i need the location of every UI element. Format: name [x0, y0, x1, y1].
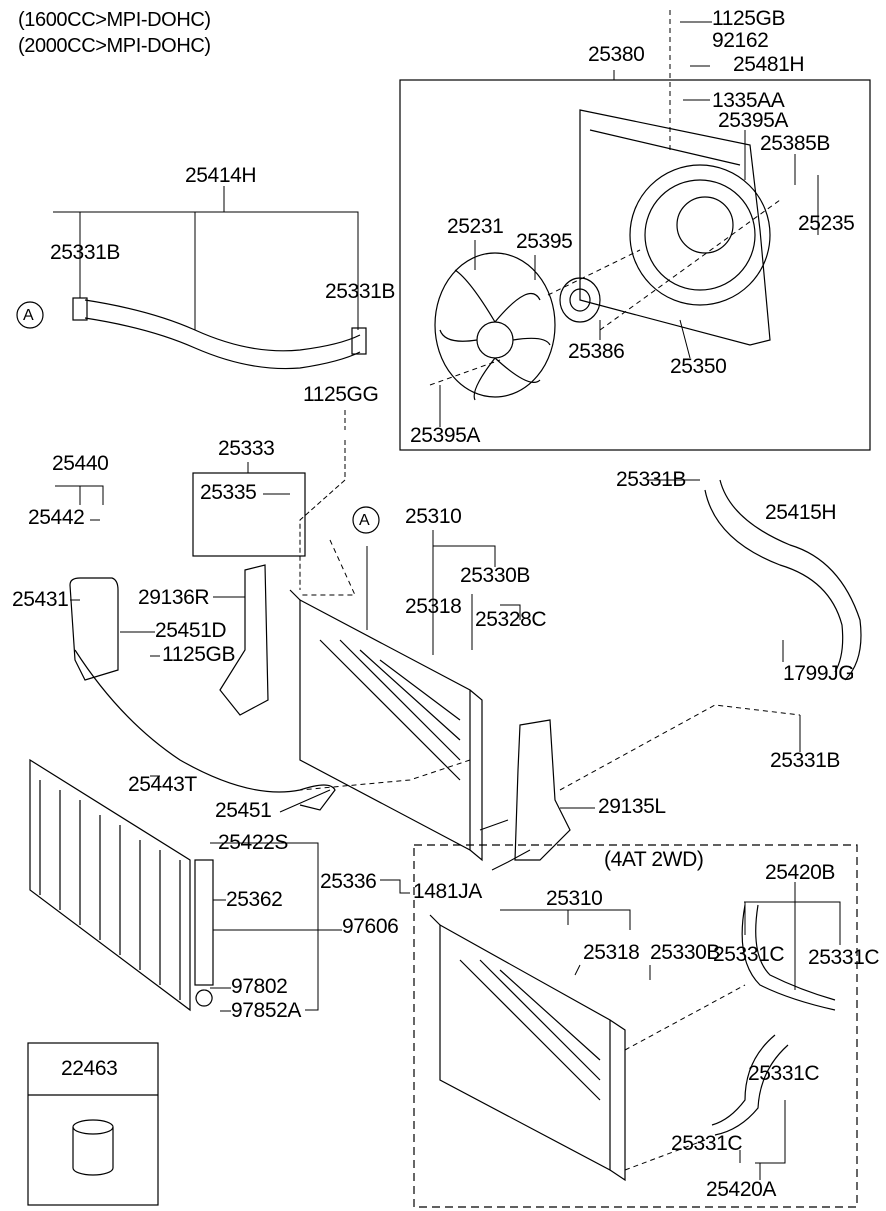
- part-number-label: 25440: [52, 452, 109, 475]
- part-number-label: 92162: [712, 29, 769, 52]
- engine-note-2000cc: (2000CC>MPI-DOHC): [18, 35, 211, 57]
- callout-a-circle-2: [352, 506, 380, 534]
- air-guard-left-part: [219, 564, 269, 716]
- engine-note-1600cc: (1600CC>MPI-DOHC): [18, 9, 211, 31]
- part-number-label: 25331C: [808, 946, 880, 969]
- part-number-label: 1799JG: [783, 662, 855, 685]
- variant-radiator-part: [429, 914, 626, 1182]
- part-number-label: 25385B: [760, 132, 831, 155]
- part-number-label: 25442: [28, 506, 85, 529]
- fan-assembly-box: [399, 79, 871, 451]
- part-number-label: 1125GG: [303, 383, 379, 406]
- part-number-label: 25451: [215, 799, 272, 822]
- upper-hose-part: [72, 297, 367, 370]
- part-number-label: 25395A: [718, 109, 789, 132]
- part-number-label: 97852A: [231, 999, 302, 1022]
- part-number-label: 1481JA: [413, 880, 482, 903]
- part-number-label: 25350: [670, 355, 727, 378]
- callout-marker-a-2: A: [359, 512, 370, 529]
- fan-blade-part: [434, 252, 556, 401]
- part-number-label: 29136R: [138, 586, 210, 609]
- part-number-label: 25331B: [770, 749, 841, 772]
- part-number-label: 25336: [320, 870, 377, 893]
- part-number-label: 25331B: [50, 241, 121, 264]
- part-number-label: 25481H: [733, 53, 805, 76]
- variant-dashed-box: [413, 844, 858, 1208]
- reservoir-tank-part: [69, 577, 336, 811]
- part-number-label: 1125GB: [712, 7, 786, 30]
- leader-lines: [53, 21, 841, 1180]
- part-number-label: 25310: [405, 505, 462, 528]
- radiator-part: [289, 589, 483, 862]
- part-number-label: 25335: [200, 481, 257, 504]
- part-number-label: 25330B: [460, 564, 531, 587]
- part-number-label: 25422S: [218, 831, 289, 854]
- part-number-label: 25318: [583, 941, 640, 964]
- part-number-label: 25331B: [616, 468, 687, 491]
- lower-hose-part: [704, 479, 862, 681]
- part-number-label: 25443T: [128, 773, 197, 796]
- part-number-label: 25328C: [475, 608, 547, 631]
- part-number-label: 25451D: [155, 619, 227, 642]
- part-number-label: 25331C: [713, 943, 785, 966]
- part-number-label: 25395: [516, 230, 573, 253]
- part-number-label: 25386: [568, 340, 625, 363]
- condenser-part: [29, 758, 214, 1012]
- part-number-label: 25395A: [410, 424, 481, 447]
- part-number-label: 25310: [546, 887, 603, 910]
- part-number-label: 25331B: [325, 280, 396, 303]
- part-number-label: 97802: [231, 975, 288, 998]
- part-number-label: 25420A: [706, 1178, 777, 1201]
- part-number-label: 25235: [798, 212, 855, 235]
- reservoir-cap-box: [192, 472, 306, 557]
- part-number-label: 25380: [588, 43, 645, 66]
- fan-shroud-part: [579, 109, 771, 346]
- fan-motor-part: [559, 277, 601, 323]
- part-number-label: 1125GB: [162, 643, 236, 666]
- part-number-label: 97606: [342, 915, 399, 938]
- part-22463-box: [27, 1042, 159, 1206]
- part-number-label: 25431: [12, 588, 69, 611]
- dash-connectors: [299, 10, 801, 1171]
- part-number-label: 25331C: [671, 1132, 743, 1155]
- callout-marker-a: A: [23, 307, 34, 324]
- variant-note: (4AT 2WD): [604, 848, 704, 871]
- part-number-label: 25420B: [765, 861, 836, 884]
- part-number-label: 25330B: [650, 941, 721, 964]
- part-number-label: 25331C: [748, 1062, 820, 1085]
- part-number-label: 25318: [405, 595, 462, 618]
- oil-filter-icon: [72, 1119, 114, 1176]
- part-number-label: 25362: [226, 888, 283, 911]
- part-number-label: 25231: [447, 215, 504, 238]
- callout-a-circle: [16, 301, 44, 329]
- air-guard-right-part: [514, 719, 571, 861]
- part-number-label: 1335AA: [712, 89, 785, 112]
- part-number-label: 25414H: [185, 164, 257, 187]
- part-number-label: 25333: [218, 437, 275, 460]
- part-number-label: 22463: [61, 1057, 118, 1080]
- part-number-label: 25415H: [765, 501, 837, 524]
- part-number-label: 29135L: [598, 795, 666, 818]
- variant-hoses-part: [711, 904, 836, 1136]
